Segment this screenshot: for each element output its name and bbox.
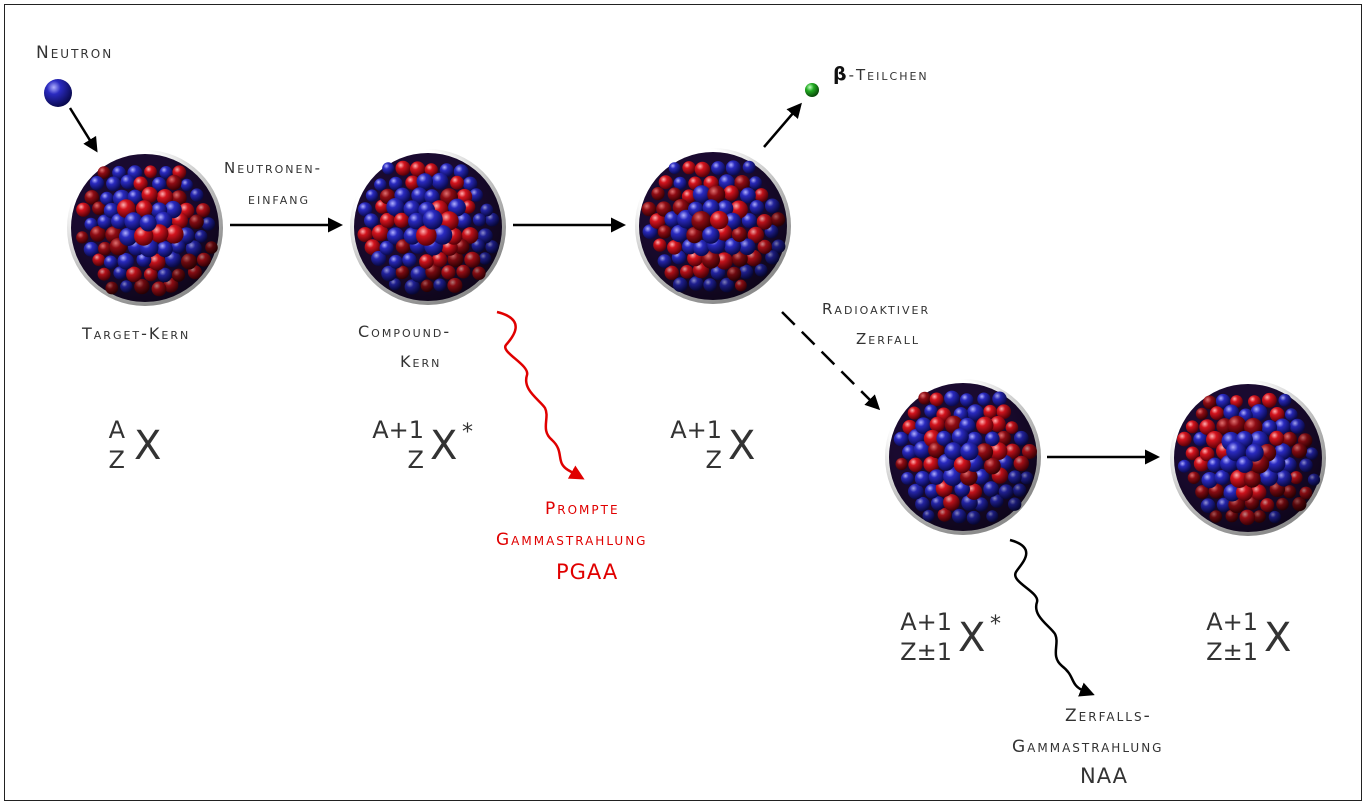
- neutron-capture-label-line2: einfang: [248, 190, 311, 208]
- nucleus-shading: [350, 149, 506, 305]
- neutron-label: Neutron: [36, 43, 114, 63]
- diagram-frame: [4, 4, 1362, 801]
- nucleus-shading: [635, 148, 791, 304]
- ground-state-nucleus: [635, 148, 791, 304]
- decay-gamma-arrow: [1009, 538, 1095, 697]
- prompt-gamma-arrow: [496, 310, 585, 480]
- neutron-incoming-arrow: [68, 107, 98, 153]
- mass-number: A+1: [670, 416, 722, 444]
- beta-particle-label: β-Teilchen: [833, 63, 929, 85]
- pgaa-label: PGAA: [556, 560, 619, 584]
- decay-gamma-label-line1: Zerfalls-: [1065, 706, 1152, 726]
- excited-state-marker: *: [462, 420, 473, 445]
- radioactive-decay-label-line2: Zerfall: [856, 330, 920, 348]
- mass-number: A+1: [372, 416, 424, 444]
- beta-emission-arrow: [763, 102, 802, 148]
- atomic-number: Z±1: [900, 638, 952, 666]
- element-symbol: X: [958, 615, 986, 661]
- atomic-number: Z: [705, 446, 722, 474]
- beta-particle-text: -Teilchen: [848, 66, 929, 84]
- compound-nucleus-label-line2: Kern: [400, 352, 442, 371]
- neutron-capture-label-line1: Neutronen-: [224, 159, 323, 177]
- compound-nucleus: [350, 149, 506, 305]
- compound-nucleus-label-line1: Compound-: [358, 322, 452, 341]
- free-neutron-ball: [44, 79, 72, 107]
- element-symbol: X: [134, 423, 162, 469]
- mass-number: A+1: [1206, 608, 1258, 636]
- atomic-number: Z: [407, 446, 424, 474]
- excited-state-marker: *: [990, 612, 1001, 637]
- atomic-number: Z±1: [1206, 638, 1258, 666]
- excited-daughter-nucleus: [885, 379, 1041, 535]
- nucleus-shading: [67, 150, 223, 306]
- target-nucleus-label: Target-Kern: [82, 324, 191, 343]
- prompt-gamma-label-line1: Prompte: [545, 499, 620, 519]
- prompt-gamma-label-line2: Gammastrahlung: [496, 530, 648, 550]
- mass-number: A: [108, 416, 125, 444]
- element-symbol: X: [728, 423, 756, 469]
- element-symbol: X: [430, 423, 458, 469]
- nucleus-shading: [885, 379, 1041, 535]
- target-nucleus: [67, 150, 223, 306]
- nucleus-shading: [1170, 380, 1326, 536]
- decay-gamma-label-line2: Gammastrahlung: [1012, 737, 1164, 757]
- radioactive-decay-label-line1: Radioaktiver: [822, 300, 931, 318]
- beta-symbol: β: [833, 63, 849, 85]
- naa-label: NAA: [1080, 764, 1129, 788]
- mass-number: A+1: [900, 608, 952, 636]
- beta-particle-ball: [805, 83, 819, 97]
- atomic-number: Z: [108, 446, 125, 474]
- radioactive-decay-arrow: [781, 311, 881, 411]
- element-symbol: X: [1264, 615, 1292, 661]
- final-daughter-nucleus: [1170, 380, 1326, 536]
